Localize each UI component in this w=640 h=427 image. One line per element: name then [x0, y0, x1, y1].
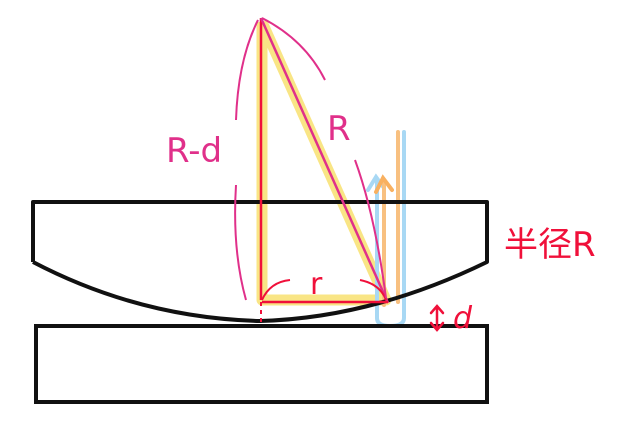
label-radius: 半径R: [504, 225, 596, 265]
hypotenuse-line: [259, 17, 390, 304]
label-r-minus-d: R-d: [166, 131, 222, 171]
light-arrow-orange-icon: [374, 174, 394, 194]
glass-plate: [34, 324, 489, 404]
light-path-orange: [382, 130, 400, 307]
arc-r-minus-d: [234, 19, 259, 301]
label-big-r: R: [327, 109, 351, 149]
lens-outline: [31, 200, 489, 323]
label-small-r: r: [310, 267, 323, 302]
label-gap-d: d: [453, 301, 473, 336]
arc-r: [261, 17, 387, 299]
gap-arrow-icon: [429, 304, 445, 332]
r-bracket: [261, 279, 387, 301]
